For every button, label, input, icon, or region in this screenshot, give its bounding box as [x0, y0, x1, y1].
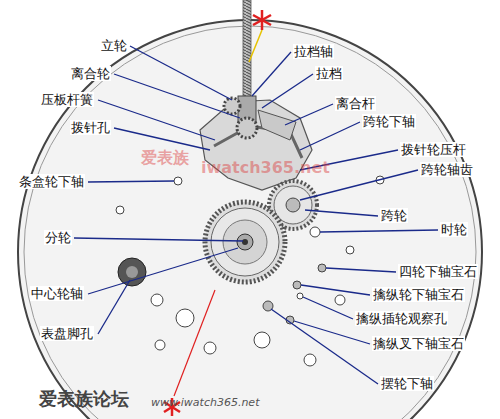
- watermark: 爱表族: [140, 150, 190, 165]
- part-label: 条盒轮下轴: [18, 174, 85, 189]
- part-label: 拨针轮压杆: [400, 142, 467, 157]
- watermark: iwatch365.net: [200, 160, 331, 175]
- part-label: 拉档: [315, 66, 343, 81]
- part-label: 中心轮轴: [30, 286, 84, 301]
- part-label: 压板杆簧: [40, 92, 94, 107]
- part-label: 跨轮轴齿: [420, 162, 474, 177]
- part-label: 擒纵叉下轴宝石: [372, 336, 465, 351]
- part-label: 分轮: [44, 230, 72, 245]
- part-label: 拨针孔: [70, 120, 111, 135]
- brand-watermark: 爱表族论坛: [38, 388, 130, 410]
- part-label: 时轮: [440, 222, 468, 237]
- part-label: 离合轮: [70, 66, 111, 81]
- part-label: 表盘脚孔: [40, 326, 94, 341]
- part-label: 拉档轴: [293, 44, 334, 59]
- part-label: 四轮下轴宝石: [398, 264, 478, 279]
- url-watermark: www.iwatch365.net: [150, 395, 260, 410]
- part-label: 跨轮下轴: [362, 114, 416, 129]
- part-label: 立轮: [100, 38, 128, 53]
- part-label: 摆轮下轴: [380, 376, 434, 391]
- part-label: 擒纵轮下轴宝石: [372, 287, 465, 302]
- part-label: 离合杆: [335, 96, 376, 111]
- part-label: 跨轮: [380, 208, 408, 223]
- part-label: 擒纵插轮观察孔: [355, 311, 448, 326]
